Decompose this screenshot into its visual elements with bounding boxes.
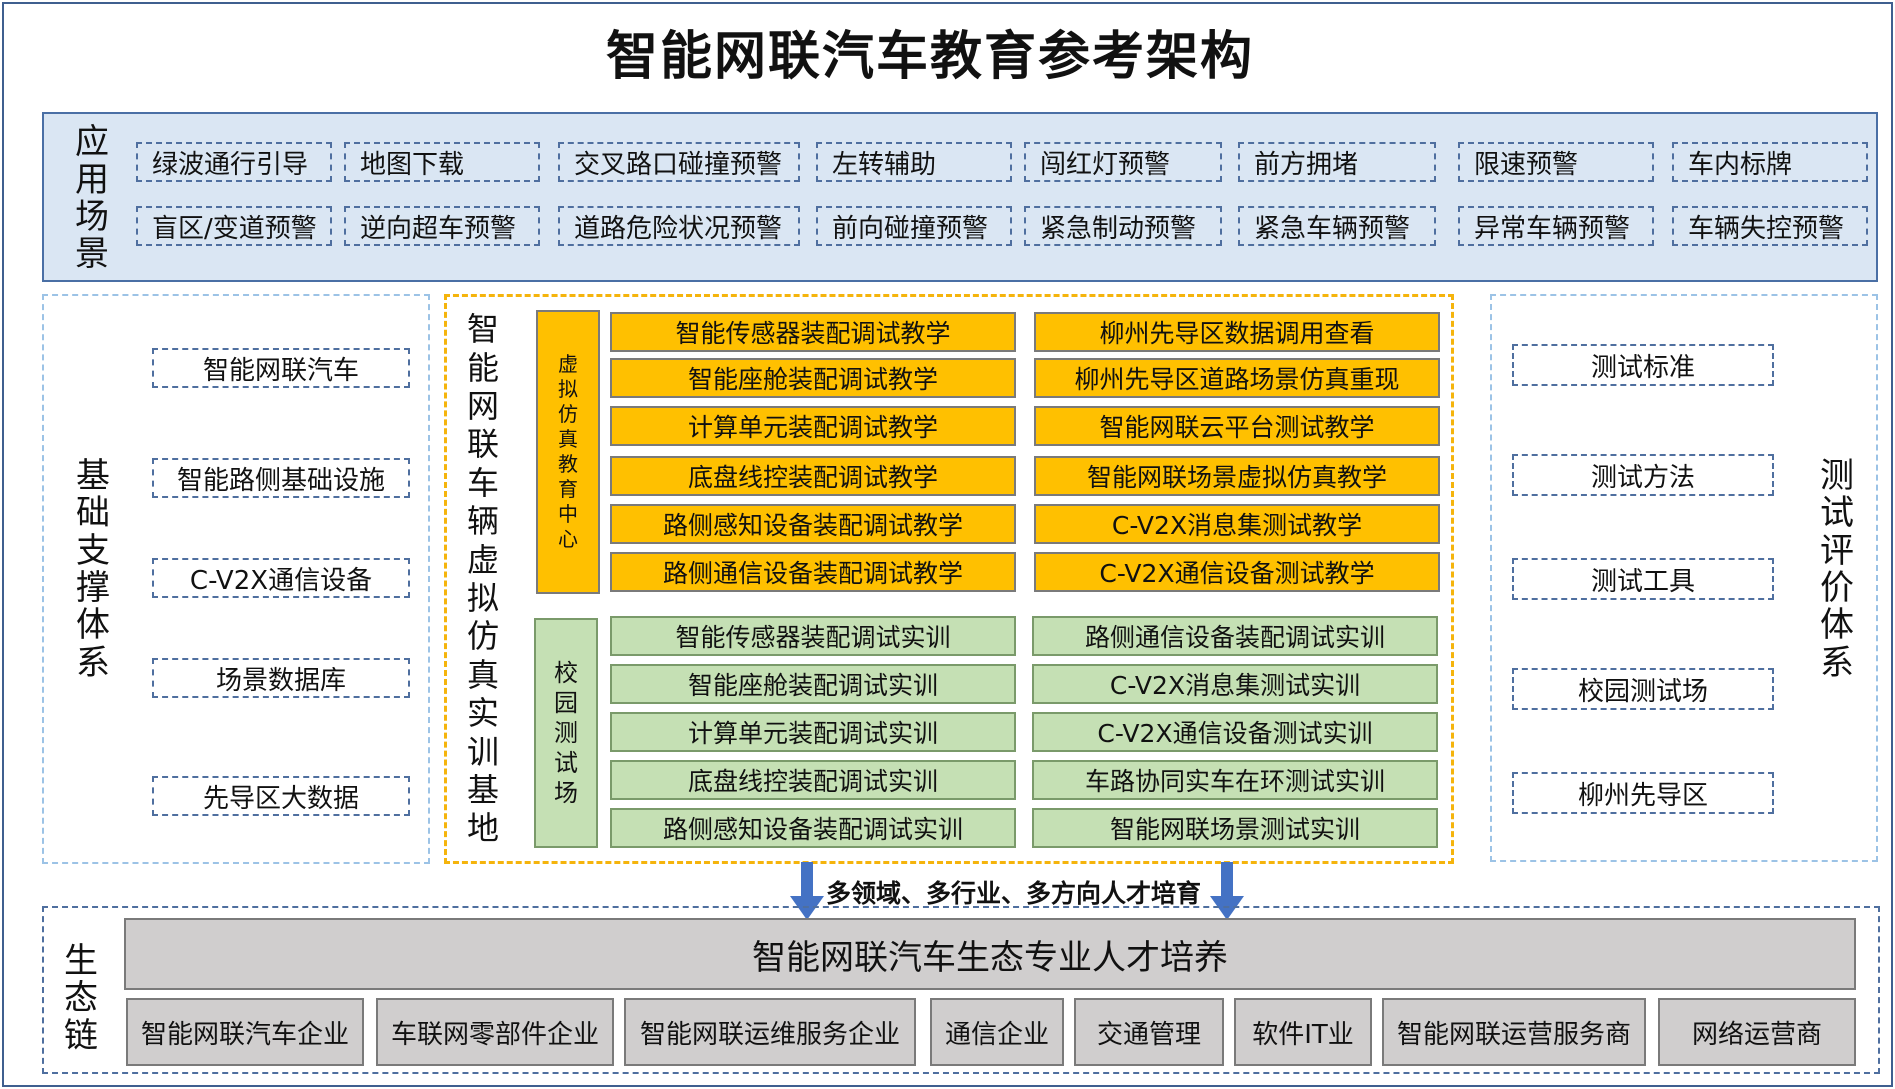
virtual-center-cell: 智能网联云平台测试教学 xyxy=(1034,406,1440,446)
virtual-center-cell: 智能座舱装配调试教学 xyxy=(610,358,1016,398)
virtual-center-cell: 智能传感器装配调试教学 xyxy=(610,312,1016,352)
ecosystem-item: 车联网零部件企业 xyxy=(376,998,614,1066)
application-item: 紧急车辆预警 xyxy=(1238,206,1436,246)
evaluation-item: 测试方法 xyxy=(1512,454,1774,496)
virtual-center-cell: 路侧感知设备装配调试教学 xyxy=(610,504,1016,544)
training-base-panel xyxy=(444,294,1454,864)
application-item: 前方拥堵 xyxy=(1238,142,1436,182)
application-item: 紧急制动预警 xyxy=(1024,206,1222,246)
ecosystem-item: 软件IT业 xyxy=(1234,998,1372,1066)
application-item: 异常车辆预警 xyxy=(1458,206,1654,246)
foundation-panel xyxy=(42,294,430,864)
virtual-center-cell: 计算单元装配调试教学 xyxy=(610,406,1016,446)
ecosystem-item: 网络运营商 xyxy=(1658,998,1856,1066)
evaluation-label: 测试评价体系 xyxy=(1820,455,1854,683)
application-item: 绿波通行引导 xyxy=(136,142,332,182)
ecosystem-item: 通信企业 xyxy=(930,998,1064,1066)
talent-cultivation-caption: 多领域、多行业、多方向人才培育 xyxy=(826,879,1202,908)
diagram-title: 智能网联汽车教育参考架构 xyxy=(605,27,1254,87)
evaluation-item: 测试工具 xyxy=(1512,558,1774,600)
application-item: 闯红灯预警 xyxy=(1024,142,1222,182)
evaluation-item: 校园测试场 xyxy=(1512,668,1774,710)
training-base-label: 智能网联车辆虚拟仿真实训基地 xyxy=(466,310,499,848)
application-item: 交叉路口碰撞预警 xyxy=(558,142,800,182)
campus-field-cell: 计算单元装配调试实训 xyxy=(610,712,1016,752)
ecosystem-item: 智能网联运营服务商 xyxy=(1382,998,1646,1066)
virtual-center-cell: C-V2X消息集测试教学 xyxy=(1034,504,1440,544)
application-label: 应用场景 xyxy=(75,122,109,275)
ecosystem-item: 交通管理 xyxy=(1074,998,1224,1066)
application-item: 道路危险状况预警 xyxy=(558,206,800,246)
campus-field-cell: 底盘线控装配调试实训 xyxy=(610,760,1016,800)
virtual-center-cell: 底盘线控装配调试教学 xyxy=(610,456,1016,496)
application-item: 逆向超车预警 xyxy=(344,206,540,246)
virtual-center-label: 虚拟仿真教育中心 xyxy=(536,310,600,594)
campus-field-cell: C-V2X消息集测试实训 xyxy=(1032,664,1438,704)
application-item: 盲区/变道预警 xyxy=(136,206,332,246)
virtual-center-cell: 路侧通信设备装配调试教学 xyxy=(610,552,1016,592)
campus-field-cell: 路侧通信设备装配调试实训 xyxy=(1032,616,1438,656)
foundation-item: C-V2X通信设备 xyxy=(152,558,410,598)
ecosystem-banner: 智能网联汽车生态专业人才培养 xyxy=(124,918,1856,990)
ecosystem-item: 智能网联运维服务企业 xyxy=(624,998,916,1066)
ecosystem-panel xyxy=(42,906,1880,1074)
application-item: 左转辅助 xyxy=(816,142,1012,182)
application-item: 车内标牌 xyxy=(1672,142,1868,182)
application-item: 车辆失控预警 xyxy=(1672,206,1868,246)
application-item: 前向碰撞预警 xyxy=(816,206,1012,246)
application-item: 地图下载 xyxy=(344,142,540,182)
application-panel xyxy=(42,112,1878,282)
ecosystem-item: 智能网联汽车企业 xyxy=(126,998,364,1066)
virtual-center-cell: 柳州先导区道路场景仿真重现 xyxy=(1034,358,1440,398)
virtual-center-cell: C-V2X通信设备测试教学 xyxy=(1034,552,1440,592)
campus-field-cell: 智能传感器装配调试实训 xyxy=(610,616,1016,656)
ecosystem-label: 生态链 xyxy=(64,940,98,1056)
campus-field-cell: 智能网联场景测试实训 xyxy=(1032,808,1438,848)
foundation-item: 场景数据库 xyxy=(152,658,410,698)
application-item: 限速预警 xyxy=(1458,142,1654,182)
campus-field-label: 校园测试场 xyxy=(534,618,598,848)
foundation-item: 智能网联汽车 xyxy=(152,348,410,388)
down-arrow-right xyxy=(1210,862,1244,920)
evaluation-item: 测试标准 xyxy=(1512,344,1774,386)
campus-field-cell: 智能座舱装配调试实训 xyxy=(610,664,1016,704)
virtual-center-cell: 柳州先导区数据调用查看 xyxy=(1034,312,1440,352)
foundation-label: 基础支撑体系 xyxy=(76,455,110,683)
evaluation-panel xyxy=(1490,294,1878,862)
foundation-item: 先导区大数据 xyxy=(152,776,410,816)
foundation-item: 智能路侧基础设施 xyxy=(152,458,410,498)
campus-field-cell: C-V2X通信设备测试实训 xyxy=(1032,712,1438,752)
evaluation-item: 柳州先导区 xyxy=(1512,772,1774,814)
virtual-center-cell: 智能网联场景虚拟仿真教学 xyxy=(1034,456,1440,496)
campus-field-cell: 车路协同实车在环测试实训 xyxy=(1032,760,1438,800)
down-arrow-left xyxy=(790,862,824,920)
campus-field-cell: 路侧感知设备装配调试实训 xyxy=(610,808,1016,848)
